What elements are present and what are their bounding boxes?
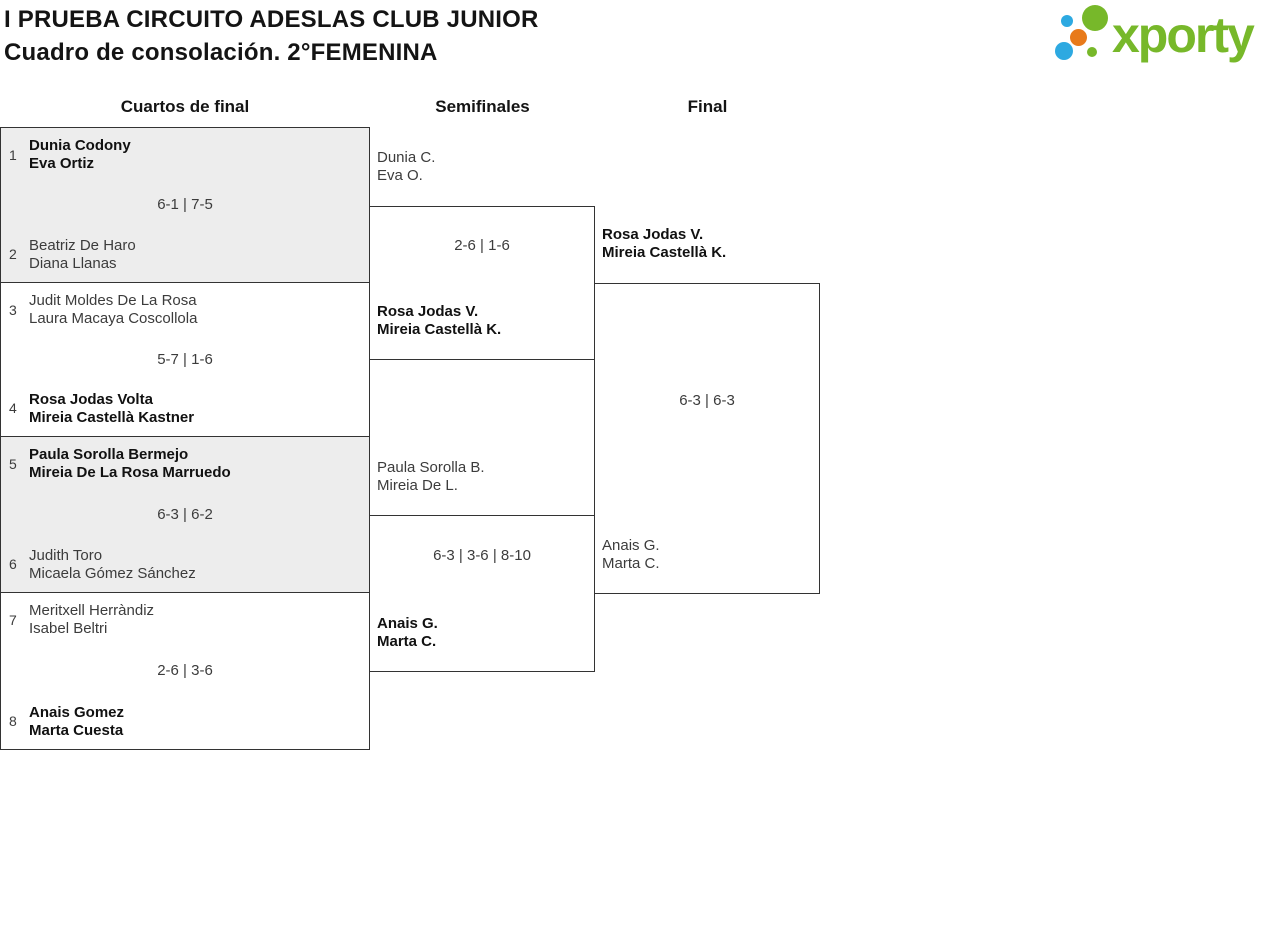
player-name: Micaela Gómez Sánchez [29, 565, 196, 582]
match-score: 2-6 | 3-6 [157, 662, 213, 679]
player-name: Mireia Castellà K. [602, 244, 727, 261]
player-name: Judith Toro [29, 547, 103, 564]
seed-number: 4 [9, 400, 17, 416]
seed-number: 3 [9, 302, 17, 318]
player-name: Eva Ortiz [29, 155, 95, 172]
player-name: Judit Moldes De La Rosa [29, 292, 197, 309]
player-name: Marta C. [377, 633, 437, 650]
player-name: Paula Sorolla Bermejo [29, 446, 189, 463]
player-name: Anais G. [602, 537, 660, 554]
round-header-cuartos-de-final: Cuartos de final [120, 97, 250, 116]
match-score: 6-3 | 6-3 [679, 392, 735, 409]
player-name: Dunia Codony [29, 137, 131, 154]
match-final: 6-3 | 6-3 [594, 283, 820, 594]
xporty-logo: xporty [1050, 2, 1280, 70]
team-pair: Paula Sorolla B. Mireia De L. [377, 459, 485, 495]
team-pair: Rosa Jodas Volta Mireia Castellà Kastner [29, 391, 194, 427]
team-pair: Rosa Jodas V. Mireia Castellà K. [602, 226, 726, 262]
player-name: Laura Macaya Coscollola [29, 310, 198, 327]
page-title: I PRUEBA CIRCUITO ADESLAS CLUB JUNIOR Cu… [4, 3, 539, 69]
logo-dot-icon [1061, 15, 1073, 27]
team-pair: Anais Gomez Marta Cuesta [29, 704, 124, 740]
logo-dot-icon [1055, 42, 1073, 60]
seed-number: 7 [9, 612, 17, 628]
match-qf-3: 5 Paula Sorolla Bermejo Mireia De La Ros… [0, 436, 370, 593]
match-score: 6-3 | 3-6 | 8-10 [433, 547, 531, 564]
seed-number: 8 [9, 713, 17, 729]
player-name: Paula Sorolla B. [377, 459, 485, 476]
logo-dot-icon [1087, 47, 1097, 57]
round-header-semifinales: Semifinales [435, 97, 530, 116]
player-name: Rosa Jodas V. [377, 303, 479, 320]
player-name: Marta Cuesta [29, 722, 124, 739]
player-name: Mireia De La Rosa Marruedo [29, 464, 231, 481]
player-name: Dunia C. [377, 149, 436, 166]
player-name: Rosa Jodas V. [602, 226, 704, 243]
logo-dot-icon [1082, 5, 1108, 31]
tournament-name: I PRUEBA CIRCUITO ADESLAS CLUB JUNIOR [4, 6, 539, 33]
match-qf-4: 7 Meritxell Herràndiz Isabel Beltri 2-6 … [0, 592, 370, 750]
match-score: 6-3 | 6-2 [157, 505, 213, 523]
match-score: 5-7 | 1-6 [157, 350, 213, 368]
team-pair: Beatriz De Haro Diana Llanas [29, 237, 136, 273]
team-pair: Anais G. Marta C. [602, 537, 660, 573]
bracket-subtitle: Cuadro de consolación. 2°FEMENINA [4, 39, 438, 66]
match-qf-2: 3 Judit Moldes De La Rosa Laura Macaya C… [0, 282, 370, 437]
player-name: Isabel Beltri [29, 620, 108, 637]
team-pair: Dunia C. Eva O. [377, 149, 435, 185]
player-name: Marta C. [602, 555, 660, 572]
match-qf-1: 1 Dunia Codony Eva Ortiz 6-1 | 7-5 2 Bea… [0, 127, 370, 283]
team-pair: Paula Sorolla Bermejo Mireia De La Rosa … [29, 446, 231, 482]
player-name: Diana Llanas [29, 255, 117, 272]
player-name: Mireia Castellà Kastner [29, 409, 195, 426]
player-name: Anais G. [377, 615, 438, 632]
seed-number: 5 [9, 456, 17, 472]
match-score: 6-1 | 7-5 [157, 196, 213, 213]
team-pair: Judit Moldes De La Rosa Laura Macaya Cos… [29, 292, 197, 328]
player-name: Rosa Jodas Volta [29, 391, 153, 408]
player-name: Meritxell Herràndiz [29, 602, 155, 619]
team-pair: Meritxell Herràndiz Isabel Beltri [29, 602, 154, 638]
player-name: Beatriz De Haro [29, 237, 136, 254]
team-pair: Anais G. Marta C. [377, 615, 438, 651]
team-pair: Judith Toro Micaela Gómez Sánchez [29, 547, 196, 583]
match-score: 2-6 | 1-6 [454, 237, 510, 254]
seed-number: 1 [9, 147, 17, 163]
team-pair: Rosa Jodas V. Mireia Castellà K. [377, 303, 501, 339]
player-name: Mireia Castellà K. [377, 321, 502, 338]
player-name: Mireia De L. [377, 477, 458, 494]
xporty-logo-text: xporty [1112, 7, 1255, 63]
seed-number: 2 [9, 246, 17, 262]
team-pair: Dunia Codony Eva Ortiz [29, 137, 131, 173]
round-header-final: Final [687, 97, 728, 116]
seed-number: 6 [9, 556, 17, 572]
player-name: Eva O. [377, 167, 423, 184]
logo-dot-icon [1070, 29, 1087, 46]
player-name: Anais Gomez [29, 704, 125, 721]
